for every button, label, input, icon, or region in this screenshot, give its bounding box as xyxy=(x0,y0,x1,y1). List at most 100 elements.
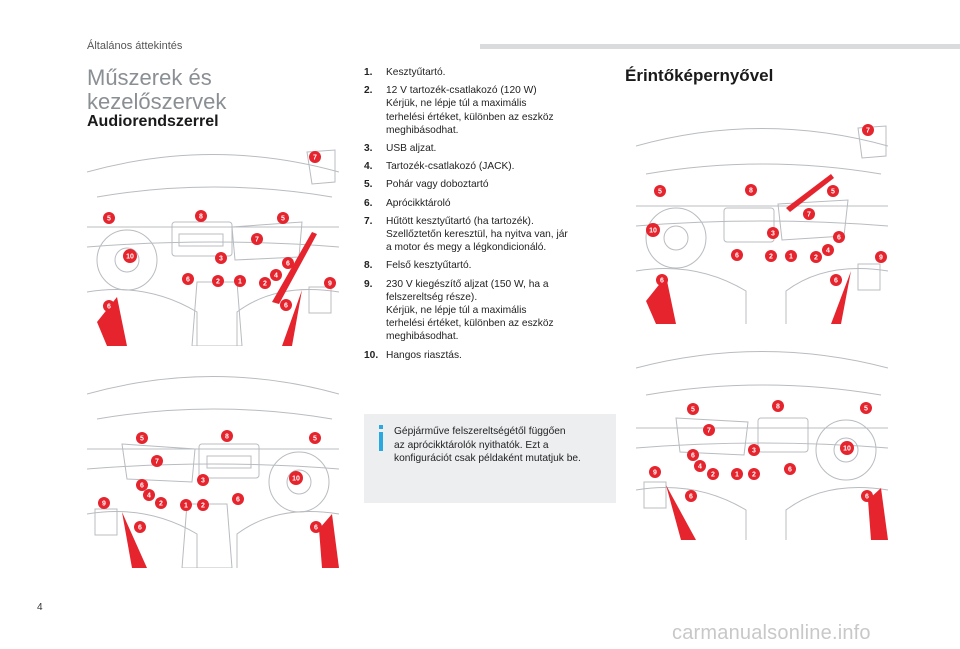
legend-item-number: 3. xyxy=(364,143,373,155)
marker-label: 1 xyxy=(184,503,188,510)
marker-2 xyxy=(212,275,224,287)
marker-6 xyxy=(182,273,194,285)
marker-label: 6 xyxy=(107,304,111,311)
marker-8 xyxy=(221,430,233,442)
title-line-1: Műszerek és xyxy=(87,65,212,90)
legend-list: 1.Kesztyűtartó. 2. 12 V tartozék-csatlakoz… xyxy=(364,66,614,367)
marker-7 xyxy=(251,233,263,245)
marker-2 xyxy=(197,499,209,511)
legend-item-line: 12 V tartozék-csatlakozó (120 W) xyxy=(386,85,537,97)
marker-group: 7 5 8 5 7 10 3 6 4 6 2 1 2 9 xyxy=(103,151,336,312)
marker-8 xyxy=(772,400,784,412)
legend-item: 2. 12 V tartozék-csatlakozó (120 W)Kérjük… xyxy=(364,84,614,137)
marker-6 xyxy=(830,274,842,286)
marker-label: 3 xyxy=(752,448,756,455)
legend-item: 7.Hűtött kesztyűtartó (ha tartozék).Szel… xyxy=(364,215,614,255)
legend-item: 4.Tartozék-csatlakozó (JACK). xyxy=(364,160,614,173)
marker-label: 4 xyxy=(274,273,278,280)
legend-item-line: Aprócikktároló xyxy=(386,197,451,209)
marker-label: 6 xyxy=(140,483,144,490)
marker-label: 8 xyxy=(776,404,780,411)
marker-label: 8 xyxy=(199,214,203,221)
marker-label: 8 xyxy=(225,434,229,441)
marker-label: 6 xyxy=(186,277,190,284)
dashboard-figure-touch-lhd: 7 5 8 5 7 10 3 6 4 6 2 1 2 9 xyxy=(636,116,888,324)
legend-item-text: Aprócikktároló xyxy=(386,197,614,210)
legend-item-text: Pohár vagy doboztartó xyxy=(386,178,614,191)
marker-6 xyxy=(136,479,148,491)
marker-6 xyxy=(784,463,796,475)
legend-item: 5. Pohár vagy doboztartó xyxy=(364,178,614,191)
legend-item: 10.Hangos riasztás. xyxy=(364,349,614,362)
marker-label: 2 xyxy=(216,279,220,286)
marker-label: 6 xyxy=(837,235,841,242)
marker-label: 5 xyxy=(864,406,868,413)
info-line: Gépjárműve felszereltségétől függően xyxy=(394,426,566,437)
legend-item-number: 5. xyxy=(364,179,373,191)
legend-item-line: meghibásodhat. xyxy=(386,124,459,136)
marker-4 xyxy=(694,460,706,472)
marker-5 xyxy=(309,432,321,444)
legend-item-number: 2. xyxy=(364,85,373,97)
legend-item-number: 8. xyxy=(364,260,373,272)
marker-label: 6 xyxy=(865,494,869,501)
legend-item-line: terhelési értéket, különben az eszköz xyxy=(386,318,554,330)
marker-3 xyxy=(748,444,760,456)
marker-label: 4 xyxy=(698,464,702,471)
marker-label: 6 xyxy=(284,303,288,310)
dashboard-figure-audio-lhd: 7 5 8 5 7 10 3 6 4 6 2 1 2 9 xyxy=(87,142,339,346)
marker-1 xyxy=(234,275,246,287)
marker-label: 8 xyxy=(749,188,753,195)
legend-item-number: 9. xyxy=(364,278,373,290)
marker-7 xyxy=(703,424,715,436)
legend-item-text: Felső kesztyűtartó. xyxy=(386,259,614,272)
marker-2 xyxy=(155,497,167,509)
marker-label: 2 xyxy=(263,281,267,288)
marker-label: 6 xyxy=(138,525,142,532)
marker-5 xyxy=(277,212,289,224)
subtitle-audio: Audiorendszerrel xyxy=(87,113,219,130)
marker-label: 2 xyxy=(769,254,773,261)
page-number: 4 xyxy=(37,602,43,613)
marker-6 xyxy=(282,257,294,269)
marker-label: 2 xyxy=(159,501,163,508)
footer-watermark: carmanualsonline.info xyxy=(672,622,871,644)
marker-5 xyxy=(136,432,148,444)
legend-item: 3. USB aljzat. xyxy=(364,142,614,155)
marker-label: 6 xyxy=(236,497,240,504)
marker-1 xyxy=(731,468,743,480)
marker-label: 5 xyxy=(831,189,835,196)
marker-label: 3 xyxy=(201,478,205,485)
legend-item: 6.Aprócikktároló xyxy=(364,197,614,210)
legend-item-line: Felső kesztyűtartó. xyxy=(386,260,472,272)
marker-7 xyxy=(309,151,321,163)
legend-item: 1.Kesztyűtartó. xyxy=(364,66,614,79)
legend-item-line: Szellőztetőn keresztül, ha nyitva van, j… xyxy=(386,229,568,241)
marker-5 xyxy=(654,185,666,197)
marker-label: 7 xyxy=(313,155,317,162)
marker-4 xyxy=(822,244,834,256)
marker-label: 7 xyxy=(707,428,711,435)
marker-label: 10 xyxy=(126,254,134,261)
marker-label: 1 xyxy=(735,472,739,479)
marker-label: 3 xyxy=(219,256,223,263)
legend-item-line: Pohár vagy doboztartó xyxy=(386,179,489,191)
marker-10 xyxy=(840,441,854,455)
dashboard-illustration: 7 5 8 5 7 10 3 6 4 6 2 1 2 9 xyxy=(87,149,339,346)
marker-label: 6 xyxy=(314,525,318,532)
marker-label: 10 xyxy=(649,228,657,235)
dashboard-illustration: 7 5 8 5 7 10 3 6 4 6 2 1 2 9 xyxy=(636,124,888,324)
marker-label: 6 xyxy=(788,467,792,474)
legend-item-line: Hűtött kesztyűtartó (ha tartozék). xyxy=(386,215,534,227)
marker-label: 6 xyxy=(286,261,290,268)
legend-item-line: Tartozék-csatlakozó (JACK). xyxy=(386,161,515,173)
legend-item-line: USB aljzat. xyxy=(386,143,437,155)
page-title-right: Érintőképernyővel xyxy=(625,66,774,85)
marker-label: 6 xyxy=(691,453,695,460)
legend-item-line: felszereltség része). xyxy=(386,291,478,303)
legend-item-text: 12 V tartozék-csatlakozó (120 W)Kérjük, … xyxy=(386,84,614,137)
marker-9 xyxy=(875,251,887,263)
marker-label: 1 xyxy=(238,279,242,286)
legend-item-text: Kesztyűtartó. xyxy=(386,66,614,79)
